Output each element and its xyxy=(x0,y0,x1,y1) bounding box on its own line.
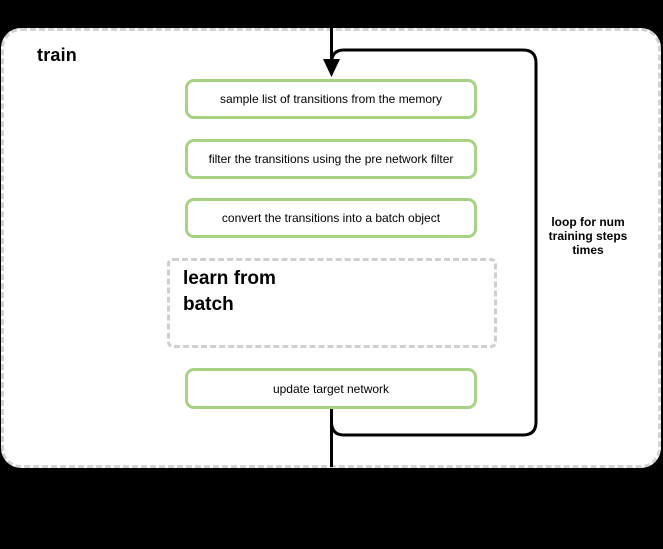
step-filter-transitions: filter the transitions using the pre net… xyxy=(185,139,477,179)
step-convert-batch: convert the transitions into a batch obj… xyxy=(185,198,477,238)
learn-from-batch-box: learn from batch xyxy=(167,258,497,348)
step-label: sample list of transitions from the memo… xyxy=(219,92,443,106)
arrowhead-icon xyxy=(323,59,340,77)
step-sample-transitions: sample list of transitions from the memo… xyxy=(185,79,477,119)
loop-annotation: loop for num training steps times xyxy=(548,215,628,257)
loop-border xyxy=(330,48,538,437)
step-label: filter the transitions using the pre net… xyxy=(208,152,454,166)
train-title: train xyxy=(37,45,78,65)
step-label: update target network xyxy=(272,381,390,396)
step-update-target-network: update target network xyxy=(185,368,477,409)
step-label: convert the transitions into a batch obj… xyxy=(221,211,441,225)
